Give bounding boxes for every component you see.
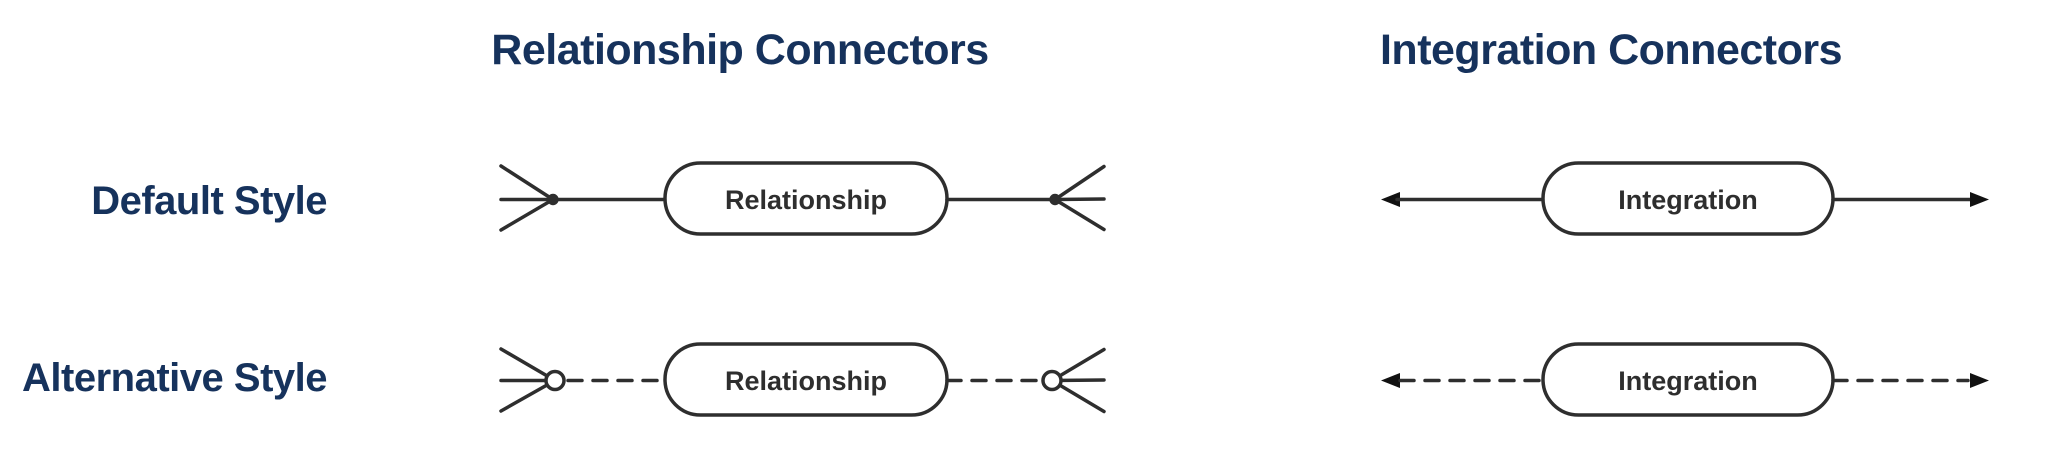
- connector-relationship-default: Relationship: [499, 161, 1106, 236]
- crows-foot-left-icon: [499, 164, 559, 232]
- relationship-node-label: Relationship: [725, 185, 887, 215]
- arrowhead-right-icon: [1970, 192, 1989, 207]
- open-circle-left: [544, 369, 566, 392]
- relationship-node-label: Relationship: [725, 366, 887, 396]
- row-label-default-style: Default Style: [91, 179, 327, 223]
- arrowhead-left-icon: [1381, 373, 1400, 388]
- integration-node-label: Integration: [1618, 185, 1758, 215]
- arrowhead-right-icon: [1970, 373, 1989, 388]
- row-label-alternative-style: Alternative Style: [22, 356, 327, 400]
- column-title-integration-connectors: Integration Connectors: [1379, 26, 1843, 74]
- connector-relationship-alternative: Relationship: [499, 342, 1106, 417]
- connector-integration-default: Integration: [1381, 161, 1989, 236]
- arrowhead-left-icon: [1381, 192, 1400, 207]
- open-circle-right: [1041, 369, 1063, 392]
- crows-foot-right-icon: [1049, 164, 1106, 232]
- crows-foot-left-icon: [499, 347, 566, 413]
- column-title-relationship-connectors: Relationship Connectors: [491, 26, 989, 74]
- crows-foot-right-icon: [1041, 347, 1106, 414]
- integration-node-label: Integration: [1618, 366, 1758, 396]
- filled-dot-right: [1049, 193, 1061, 206]
- connector-integration-alternative: Integration: [1381, 342, 1989, 417]
